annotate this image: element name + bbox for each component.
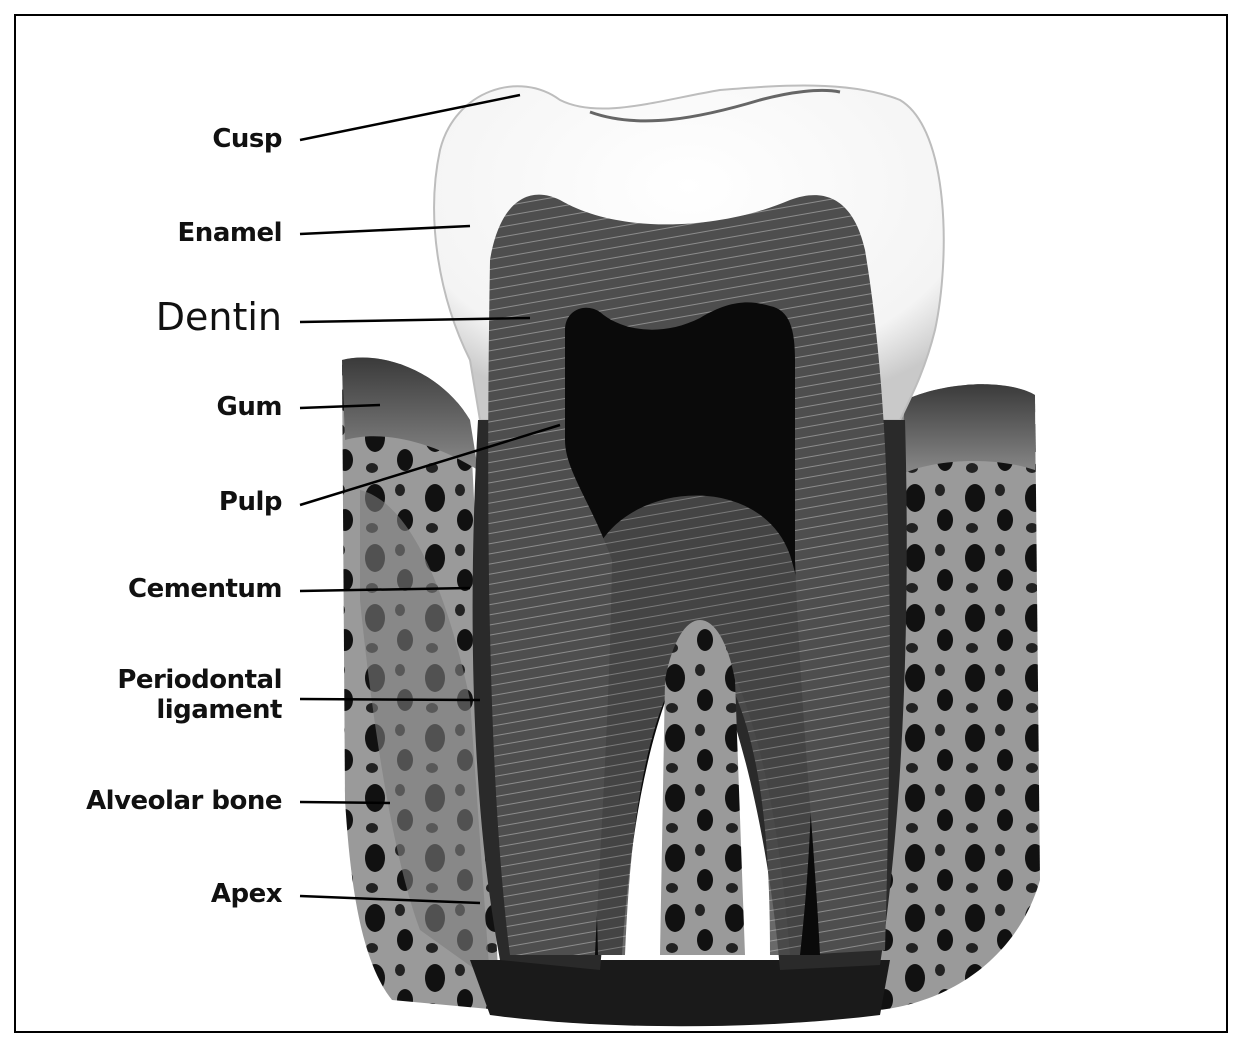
label-pulp: Pulp bbox=[219, 489, 282, 515]
label-cementum: Cementum bbox=[128, 576, 282, 602]
label-periodontal-ligament: Periodontal ligament bbox=[117, 666, 282, 726]
label-periodontal-line2: ligament bbox=[117, 696, 282, 726]
root-base bbox=[470, 960, 890, 1026]
label-periodontal-line1: Periodontal bbox=[117, 666, 282, 696]
label-cusp: Cusp bbox=[212, 126, 282, 152]
label-apex: Apex bbox=[211, 881, 282, 907]
label-dentin: Dentin bbox=[156, 298, 282, 336]
leader-periodontal bbox=[300, 699, 480, 700]
label-gum: Gum bbox=[217, 394, 282, 420]
label-enamel: Enamel bbox=[178, 220, 282, 246]
leader-alveolar bbox=[300, 802, 390, 803]
root-canal-core bbox=[660, 620, 745, 955]
label-alveolar-bone: Alveolar bone bbox=[86, 788, 282, 814]
